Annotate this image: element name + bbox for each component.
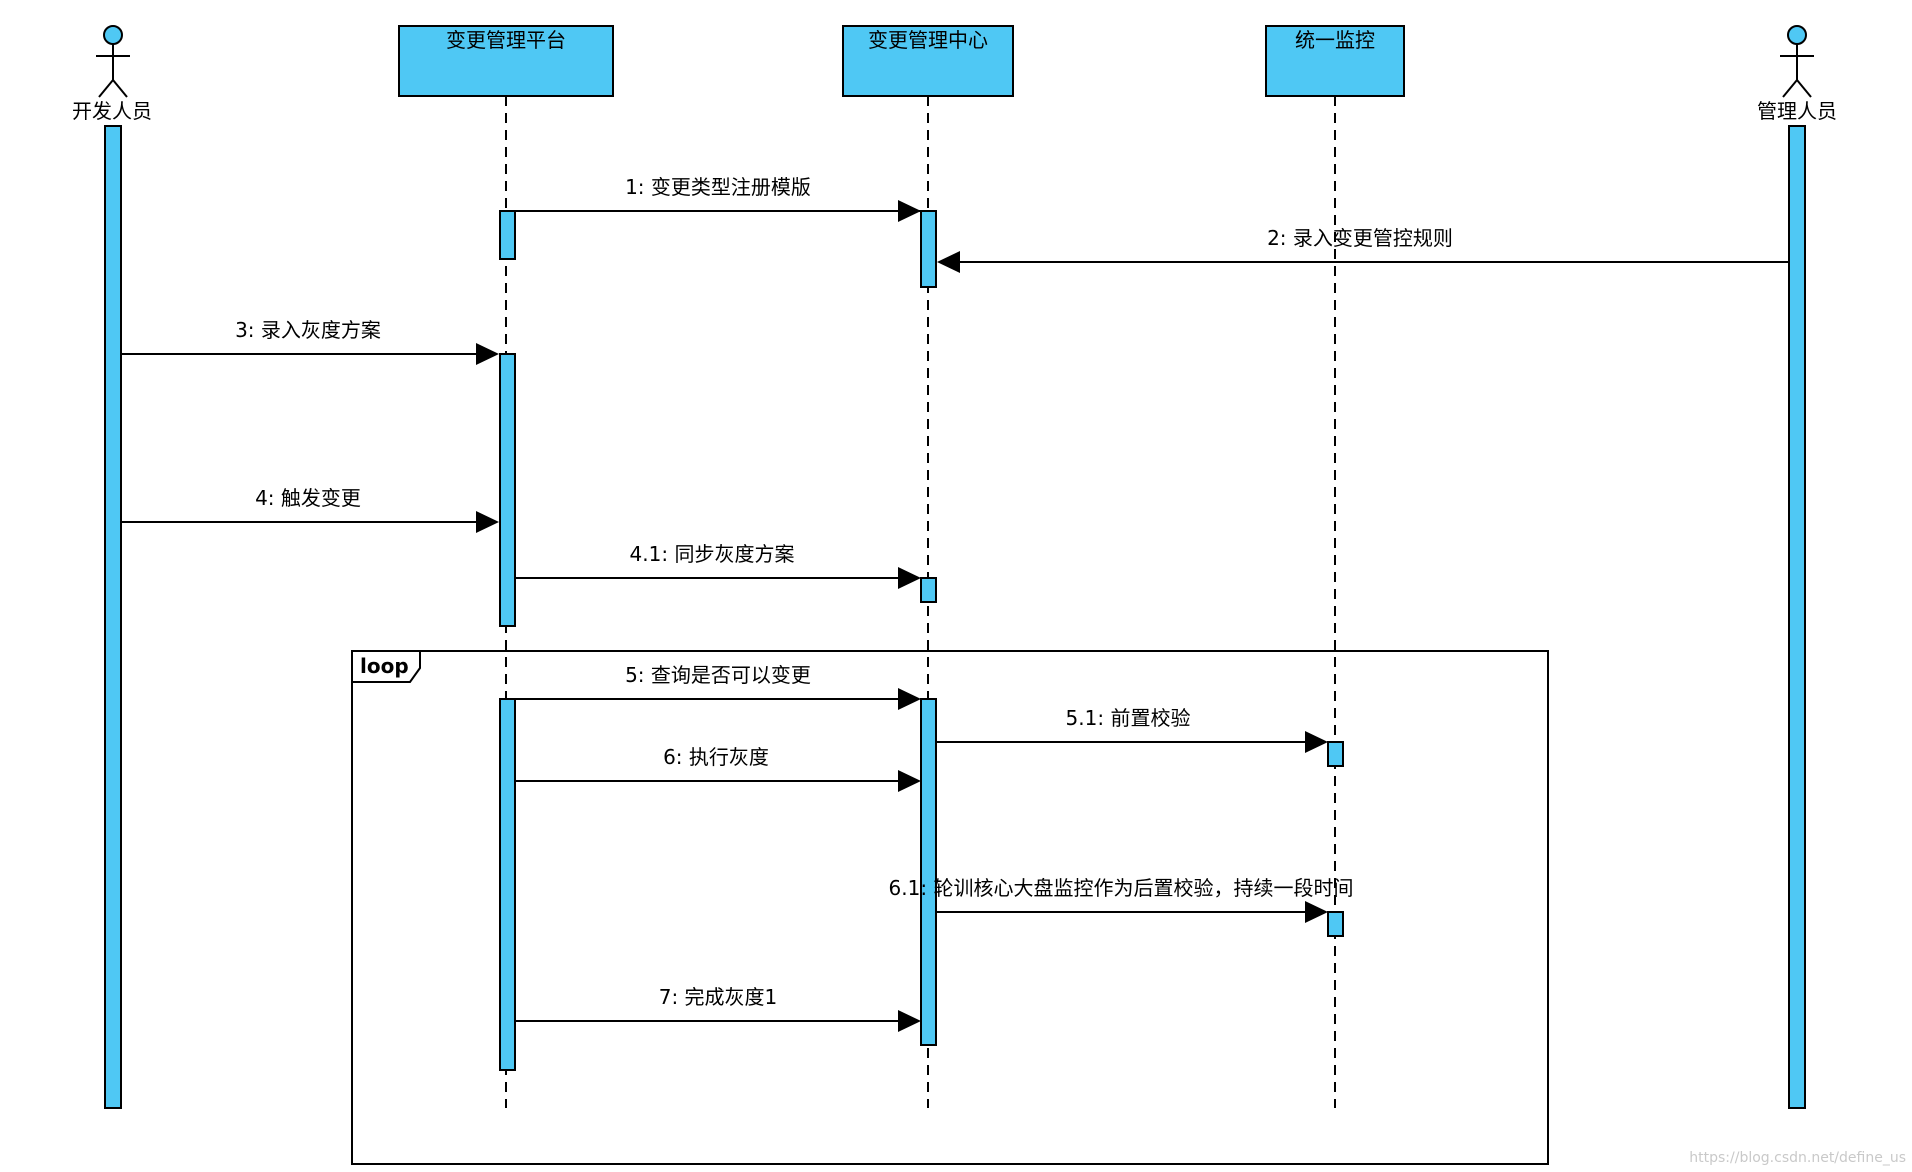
- actor-dev-right-leg: [112, 79, 128, 98]
- message-3-arrowhead: [476, 343, 499, 365]
- actor-admin-label: 管理人员: [1757, 99, 1837, 123]
- participant-platform-box: [398, 25, 614, 97]
- message-5-1[interactable]: 5.1: 前置校验: [936, 706, 1328, 753]
- actor-dev-head: [103, 25, 123, 45]
- message-5-1-label: 5.1: 前置校验: [1066, 706, 1191, 730]
- message-4-arrowhead: [476, 511, 499, 533]
- loop-label: loop: [360, 654, 409, 678]
- loop-frame[interactable]: loop: [351, 650, 1549, 1165]
- message-6-label: 6: 执行灰度: [663, 745, 769, 769]
- message-3[interactable]: 3: 录入灰度方案: [121, 318, 499, 365]
- participant-center[interactable]: 变更管理中心: [842, 25, 1014, 97]
- participant-center-box: [842, 25, 1014, 97]
- message-7-label: 7: 完成灰度1: [659, 985, 778, 1009]
- message-4-1-label: 4.1: 同步灰度方案: [630, 542, 795, 566]
- actor-admin[interactable]: [1780, 25, 1814, 98]
- message-6-1-arrowhead: [1305, 901, 1328, 923]
- message-6-1-label: 6.1: 轮训核心大盘监控作为后置校验，持续一段时间: [889, 876, 1354, 900]
- participant-platform[interactable]: 变更管理平台: [398, 25, 614, 97]
- message-7-arrowhead: [898, 1010, 921, 1032]
- activation-platform-3: [499, 698, 516, 1071]
- actor-admin-left-leg: [1782, 79, 1798, 98]
- message-2-label: 2: 录入变更管控规则: [1267, 226, 1453, 250]
- activation-monitor-2: [1327, 911, 1344, 937]
- participant-monitor-label: 统一监控: [1295, 28, 1375, 52]
- message-5-label: 5: 查询是否可以变更: [625, 663, 811, 687]
- message-5-1-arrowhead: [1305, 731, 1328, 753]
- message-5[interactable]: 5: 查询是否可以变更: [515, 663, 921, 710]
- message-4-1[interactable]: 4.1: 同步灰度方案: [515, 542, 921, 589]
- message-6-1[interactable]: 6.1: 轮训核心大盘监控作为后置校验，持续一段时间: [889, 876, 1354, 923]
- actor-admin-head: [1787, 25, 1807, 45]
- actor-dev-label: 开发人员: [72, 99, 152, 123]
- message-2-arrowhead: [937, 251, 960, 273]
- message-4-label: 4: 触发变更: [255, 486, 361, 510]
- loop-frame-tag: [351, 650, 421, 683]
- activation-admin: [1788, 125, 1806, 1109]
- loop-frame-border: [351, 650, 1549, 1165]
- message-2[interactable]: 2: 录入变更管控规则: [937, 226, 1789, 273]
- participant-monitor[interactable]: 统一监控: [1265, 25, 1405, 97]
- participant-monitor-box: [1265, 25, 1405, 97]
- activation-center-1: [920, 210, 937, 288]
- message-6-arrowhead: [898, 770, 921, 792]
- activation-dev: [104, 125, 122, 1109]
- message-4-1-arrowhead: [898, 567, 921, 589]
- actor-dev[interactable]: [96, 25, 130, 98]
- message-1-label: 1: 变更类型注册模版: [625, 175, 811, 199]
- message-4[interactable]: 4: 触发变更: [121, 486, 499, 533]
- watermark-text: https://blog.csdn.net/define_us: [1689, 1150, 1906, 1166]
- activation-center-2: [920, 577, 937, 603]
- participant-center-label: 变更管理中心: [868, 28, 988, 52]
- message-7[interactable]: 7: 完成灰度1: [515, 985, 921, 1032]
- message-3-label: 3: 录入灰度方案: [235, 318, 381, 342]
- activation-platform-1: [499, 210, 516, 260]
- activation-center-3: [920, 698, 937, 1046]
- message-1-arrowhead: [898, 200, 921, 222]
- actor-dev-left-leg: [98, 79, 114, 98]
- actor-admin-right-leg: [1796, 79, 1812, 98]
- message-1[interactable]: 1: 变更类型注册模版: [515, 175, 921, 222]
- activation-monitor-1: [1327, 741, 1344, 767]
- message-5-arrowhead: [898, 688, 921, 710]
- message-6[interactable]: 6: 执行灰度: [515, 745, 921, 792]
- activation-platform-2: [499, 353, 516, 627]
- participant-platform-label: 变更管理平台: [446, 28, 566, 52]
